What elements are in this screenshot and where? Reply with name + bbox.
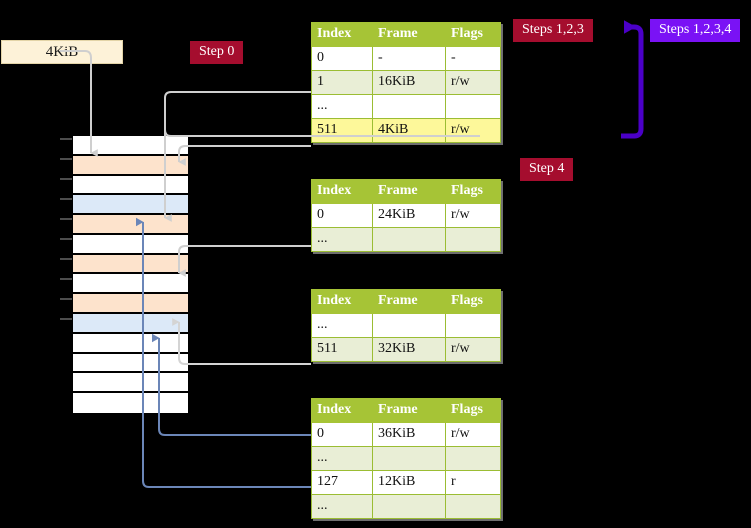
physical-memory-column	[71, 134, 190, 415]
table-cell: -	[372, 46, 446, 71]
table-cell	[445, 494, 501, 519]
table-cell: 36KiB	[372, 422, 446, 447]
table-cell	[445, 313, 501, 338]
table-row: ...	[311, 494, 501, 519]
table-row: 0--	[311, 46, 501, 71]
table-cell: ...	[311, 94, 373, 119]
column-header-flags: Flags	[445, 22, 501, 47]
table-cell: 1	[311, 70, 373, 95]
memory-frame-row	[73, 136, 188, 156]
table-row: ...	[311, 446, 501, 471]
column-header-flags: Flags	[445, 289, 501, 314]
table-cell	[372, 94, 446, 119]
table-cell: r/w	[445, 203, 501, 228]
badge-step-4: Step 4	[520, 158, 574, 181]
memory-frame-row	[73, 155, 188, 176]
table-cell: 0	[311, 422, 373, 447]
memory-frame-row	[73, 175, 188, 196]
table-cell	[445, 446, 501, 471]
table-cell: r/w	[445, 70, 501, 95]
memory-tick	[60, 138, 72, 140]
table-cell	[372, 446, 446, 471]
column-header-index: Index	[311, 289, 373, 314]
table-cell: ...	[311, 313, 373, 338]
column-header-frame: Frame	[372, 289, 446, 314]
table-cell: ...	[311, 494, 373, 519]
table-cell: r	[445, 470, 501, 495]
table-cell	[372, 313, 446, 338]
table-cell	[445, 94, 501, 119]
column-header-flags: Flags	[445, 179, 501, 204]
table-cell: 0	[311, 203, 373, 228]
memory-frame-row	[73, 274, 188, 295]
column-header-frame: Frame	[372, 179, 446, 204]
table-cell	[372, 227, 446, 252]
memory-tick	[60, 258, 72, 260]
column-header-index: Index	[311, 179, 373, 204]
table-row: ...	[311, 313, 501, 338]
memory-frame-row	[73, 314, 188, 334]
memory-tick	[60, 198, 72, 200]
memory-frame-row	[73, 353, 188, 374]
column-header-index: Index	[311, 22, 373, 47]
column-header-frame: Frame	[372, 398, 446, 423]
page-size-box: 4KiB	[1, 40, 123, 64]
memory-tick	[60, 218, 72, 220]
memory-frame-row	[73, 294, 188, 315]
memory-frame-row	[73, 393, 188, 413]
memory-tick	[60, 238, 72, 240]
memory-tick	[60, 318, 72, 320]
table-cell: -	[445, 46, 501, 71]
memory-frame-row	[73, 254, 188, 275]
table-cell: ...	[311, 446, 373, 471]
table-cell: ...	[311, 227, 373, 252]
table-cell: 24KiB	[372, 203, 446, 228]
memory-frame-row	[73, 333, 188, 354]
memory-tick	[60, 278, 72, 280]
table-cell: 16KiB	[372, 70, 446, 95]
table-cell: 4KiB	[372, 118, 446, 143]
memory-frame-row	[73, 234, 188, 255]
table-cell: 32KiB	[372, 337, 446, 362]
memory-tick	[60, 178, 72, 180]
column-header-index: Index	[311, 398, 373, 423]
table-cell	[372, 494, 446, 519]
table-cell: 127	[311, 470, 373, 495]
table-cell: r/w	[445, 422, 501, 447]
table-cell: 511	[311, 118, 373, 143]
memory-tick	[60, 298, 72, 300]
table-cell	[445, 227, 501, 252]
table-cell: 12KiB	[372, 470, 446, 495]
table-cell: 511	[311, 337, 373, 362]
table-cell: 0	[311, 46, 373, 71]
memory-tick	[60, 158, 72, 160]
table-cell: r/w	[445, 337, 501, 362]
memory-frame-row	[73, 215, 188, 235]
badge-steps-1-2-3-4: Steps 1,2,3,4	[650, 19, 741, 42]
memory-frame-row	[73, 373, 188, 394]
badge-step-0: Step 0	[190, 41, 244, 64]
table-row: ...	[311, 94, 501, 119]
page-size-label: 4KiB	[45, 43, 79, 60]
column-header-flags: Flags	[445, 398, 501, 423]
table-cell: r/w	[445, 118, 501, 143]
table-row: ...	[311, 227, 501, 252]
memory-frame-row	[73, 195, 188, 216]
column-header-frame: Frame	[372, 22, 446, 47]
badge-steps-1-2-3: Steps 1,2,3	[513, 19, 593, 42]
